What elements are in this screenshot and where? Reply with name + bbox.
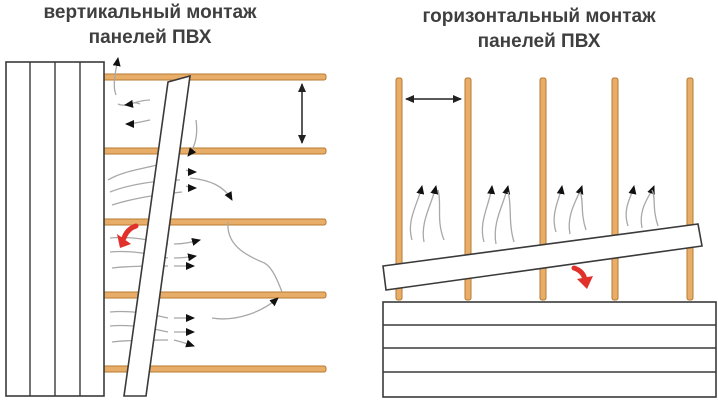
airflow-line (189, 177, 233, 201)
vertical-mounting-diagram (5, 57, 327, 397)
airflow-line (173, 253, 197, 262)
airflow-line (211, 297, 279, 320)
airflow-line (568, 185, 584, 235)
batten (464, 77, 472, 301)
batten (686, 77, 694, 301)
airflow-line (185, 183, 197, 192)
airflow-line (507, 191, 515, 243)
right-title-line2: панелей ПВХ (477, 31, 601, 52)
airflow-line (112, 57, 121, 96)
batten (99, 291, 327, 299)
airflow-line (173, 339, 195, 348)
vertical-panels (5, 61, 105, 397)
airflow-line (422, 185, 439, 243)
left-title-line2: панелей ПВХ (88, 27, 212, 48)
left-title-line1: вертикальный монтаж (43, 2, 257, 23)
airflow-line (553, 185, 565, 233)
batten (99, 73, 327, 81)
airflow-line (185, 167, 197, 176)
tilted-panel-body (382, 223, 703, 291)
panel-stack-outline (382, 301, 717, 398)
airflow-line (651, 189, 659, 227)
batten (99, 147, 327, 155)
batten (99, 218, 327, 226)
airflow-line (437, 189, 445, 241)
airflow-line (261, 261, 283, 293)
right-title-line1: горизонтальный монтаж (422, 6, 656, 27)
batten (611, 77, 619, 301)
tilted-panel-body (123, 74, 191, 397)
airflow-line (409, 185, 425, 241)
airflow-line (579, 191, 587, 231)
airflow-line (187, 119, 198, 157)
red-curved-arrow-icon (571, 265, 593, 289)
airflow-line (124, 99, 151, 108)
airflow-arrows (409, 185, 659, 245)
airflow-line (481, 185, 496, 243)
horizontal-panels (382, 301, 717, 398)
airflow-line (640, 185, 655, 229)
airflow-line (625, 185, 637, 227)
tilted-panel (123, 74, 191, 397)
batten (395, 77, 403, 301)
horizontal-mounting-diagram (382, 77, 717, 398)
airflow-line (227, 221, 263, 263)
red-curved-arrow-icon (117, 223, 139, 248)
airflow-arrows (107, 57, 283, 348)
tilted-panel (382, 223, 703, 291)
airflow-line (173, 238, 201, 246)
airflow-line (494, 185, 511, 245)
airflow-line (111, 191, 183, 206)
airflow-line (125, 119, 151, 128)
